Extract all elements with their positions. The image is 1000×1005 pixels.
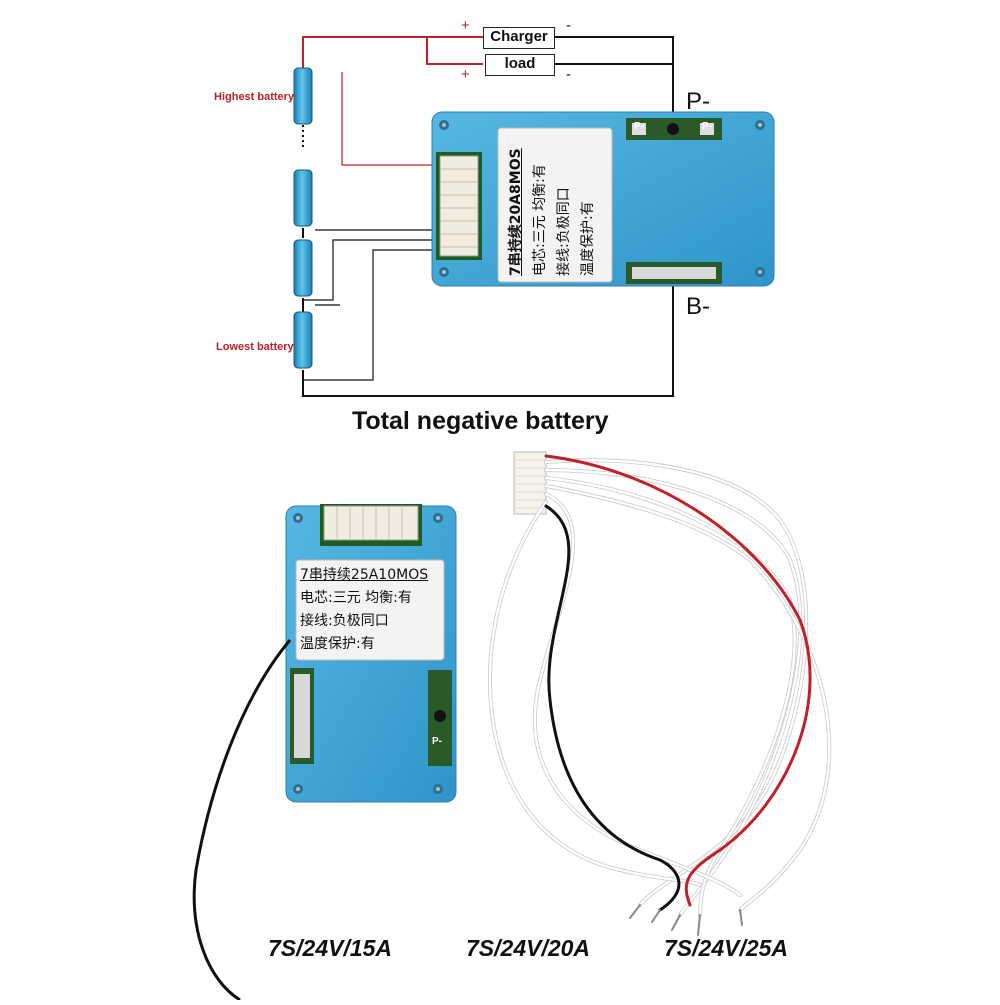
- sticker-top-line-1: 7串持续20A8MOS: [508, 148, 524, 276]
- battery-cell-3: [293, 239, 313, 297]
- spec-15a: 7S/24V/15A: [268, 935, 393, 961]
- battery-cell-2: [293, 169, 313, 227]
- total-negative-caption: Total negative battery: [352, 407, 609, 435]
- spec-20a: 7S/24V/20A: [466, 935, 591, 961]
- p-minus-label: P-: [686, 88, 710, 115]
- sticker-top-line-4: 温度保护:有: [580, 201, 596, 276]
- sticker-top-text: 7串持续20A8MOS 电芯:三元 均衡:有 接线:负极同口 温度保护:有: [498, 128, 612, 282]
- bms-board-bottom: [192, 504, 457, 1002]
- battery-cell-4: [293, 311, 313, 369]
- spec-25a: 7S/24V/25A: [664, 935, 789, 961]
- pad-p-minus-bottom: P-: [432, 736, 442, 747]
- sticker-top-line-2: 电芯:三元 均衡:有: [532, 164, 548, 276]
- charger-label: Charger: [483, 27, 555, 49]
- balance-harness: [487, 451, 832, 936]
- pad-p-minus-right: P-: [702, 121, 712, 132]
- bms-board-top: [431, 111, 775, 287]
- load-label: load: [485, 54, 555, 76]
- sticker-bottom-line-3: 接线:负极同口: [300, 613, 389, 629]
- load-minus-sign: -: [566, 66, 571, 83]
- charger-plus-sign: +: [461, 17, 470, 34]
- pad-p-minus-left: P-: [634, 121, 644, 132]
- sticker-bottom-line-1: 7串持续25A10MOS: [300, 567, 429, 583]
- sticker-top-line-3: 接线:负极同口: [556, 187, 572, 276]
- sticker-top: [497, 127, 613, 283]
- main-wires: [302, 36, 674, 397]
- load-plus-sign: +: [461, 66, 470, 83]
- sticker-bottom-line-4: 温度保护:有: [300, 636, 375, 652]
- battery-cell-1: [293, 67, 313, 125]
- highest-battery-label: Highest battery: [214, 91, 295, 103]
- b-minus-label: B-: [686, 293, 710, 320]
- sticker-bottom-text: 7串持续25A10MOS 电芯:三元 均衡:有 接线:负极同口 温度保护:有: [300, 564, 442, 656]
- sticker-bottom-line-2: 电芯:三元 均衡:有: [300, 590, 412, 606]
- sticker-bottom: [295, 559, 445, 661]
- lowest-battery-label: Lowest battery: [216, 341, 294, 353]
- charger-minus-sign: -: [566, 17, 571, 34]
- battery-stack: [293, 67, 313, 369]
